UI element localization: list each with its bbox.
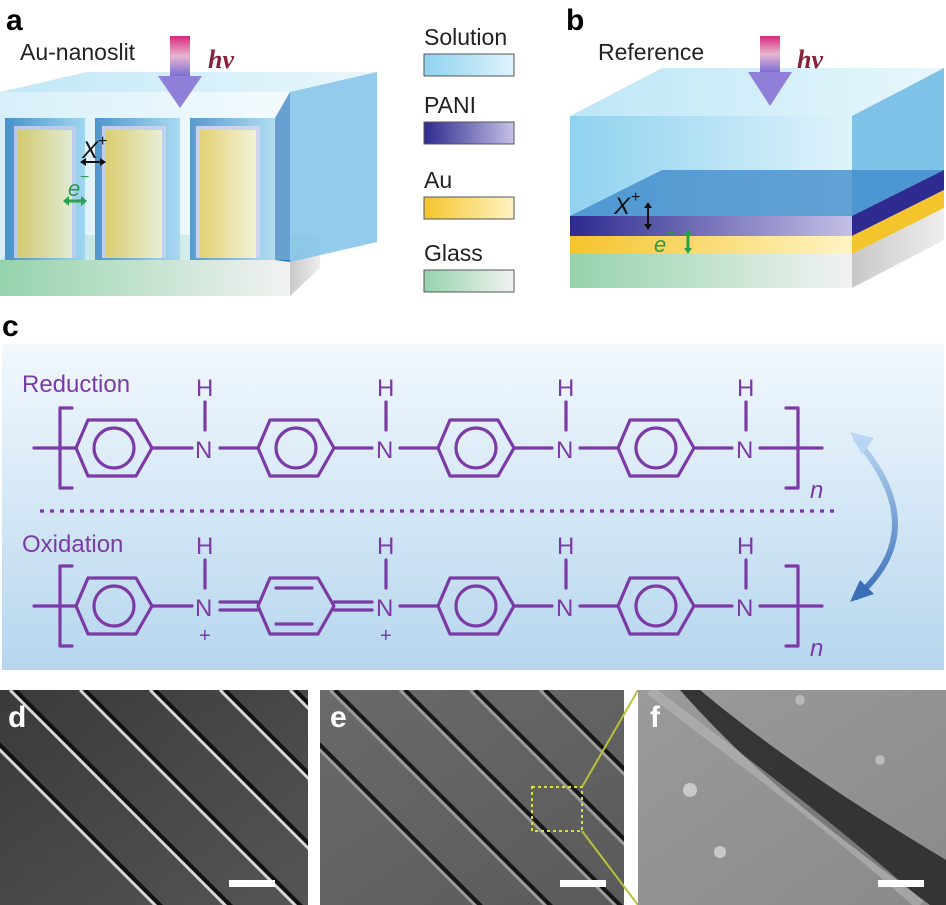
cation-sup-b: + xyxy=(631,189,640,206)
reduction-atoms: H N H N H N H N n xyxy=(195,375,823,504)
au-layer-b xyxy=(570,236,852,254)
solution-front-a xyxy=(0,92,290,260)
panel-f: f xyxy=(638,690,946,905)
legend-label-pani: PANI xyxy=(424,92,476,118)
zoom-region-box xyxy=(531,786,583,832)
panel-letter-c: c xyxy=(2,310,19,343)
panel-c: c Reduction Oxidation xyxy=(2,310,944,670)
panel-letter-b: b xyxy=(566,4,584,37)
zoom-line-bottom xyxy=(581,830,639,905)
electron-label-a: e xyxy=(68,176,80,201)
n-atom: N xyxy=(376,437,393,464)
pani-layer-b xyxy=(570,216,852,236)
glass-front-a xyxy=(0,260,290,296)
repeat-subscript-n: n xyxy=(810,635,823,662)
n-atom: N xyxy=(195,437,212,464)
photon-label-b: hν xyxy=(797,45,823,74)
reduction-chain xyxy=(32,400,824,490)
n-atom: N xyxy=(556,437,573,464)
oxidation-chain xyxy=(32,558,824,648)
n-atom: N xyxy=(195,595,212,622)
panel-b-title: Reference xyxy=(598,39,704,65)
scale-bar-f xyxy=(878,880,924,887)
h-atom: H xyxy=(737,533,754,560)
n-atom: N xyxy=(736,595,753,622)
panel-letter-f: f xyxy=(650,701,661,734)
solution-top-b xyxy=(570,68,944,116)
legend-swatch-solution xyxy=(423,53,515,77)
panel-letter-a: a xyxy=(6,4,23,37)
legend-label-au: Au xyxy=(424,167,452,193)
h-atom: H xyxy=(196,375,213,402)
photon-arrow-b xyxy=(748,36,792,106)
h-atom: H xyxy=(377,533,394,560)
h-atom: H xyxy=(196,533,213,560)
repeat-subscript-n: n xyxy=(810,477,823,504)
h-atom: H xyxy=(377,375,394,402)
h-atom: H xyxy=(557,375,574,402)
panel-e: e xyxy=(320,689,639,905)
legend-swatch-au xyxy=(423,196,515,220)
oxidation-atoms: H N + H N + H N H N n xyxy=(195,533,823,662)
solution-side-a xyxy=(290,72,377,262)
panel-d: d xyxy=(0,690,308,905)
scale-bar-e xyxy=(560,880,606,887)
h-atom: H xyxy=(557,533,574,560)
legend: Solution PANI Au Glass xyxy=(423,24,515,293)
cation-sup-a: + xyxy=(98,133,107,150)
plus-charge: + xyxy=(380,625,392,647)
n-atom: N xyxy=(736,437,753,464)
photon-arrow-a xyxy=(158,36,202,108)
electron-label-b: e xyxy=(654,232,666,257)
n-atom: N xyxy=(556,595,573,622)
n-atom: N xyxy=(376,595,393,622)
panel-letter-d: d xyxy=(8,701,26,734)
zoom-line-top xyxy=(581,689,639,788)
h-atom: H xyxy=(737,375,754,402)
redox-cycle-arrow xyxy=(852,436,898,601)
legend-swatch-glass xyxy=(423,269,515,293)
legend-swatch-pani xyxy=(423,121,515,145)
electron-sup-a: − xyxy=(80,169,89,186)
electron-sup-b: − xyxy=(666,225,675,242)
panel-b: b Reference hν X + e − xyxy=(566,4,944,288)
glass-layer-b xyxy=(570,254,852,288)
panel-a: a Au-nanoslit hν X + xyxy=(0,4,377,296)
panel-letter-e: e xyxy=(330,701,347,734)
legend-label-glass: Glass xyxy=(424,240,483,266)
scale-bar-d xyxy=(229,880,275,887)
reduction-label: Reduction xyxy=(22,371,130,398)
plus-charge: + xyxy=(199,625,211,647)
cation-label-a: X xyxy=(81,137,99,164)
panel-a-title: Au-nanoslit xyxy=(20,39,136,65)
photon-label-a: hν xyxy=(208,45,234,74)
legend-label-solution: Solution xyxy=(424,24,507,50)
panel-c-background xyxy=(2,344,944,670)
cation-label-b: X xyxy=(613,193,631,220)
oxidation-label: Oxidation xyxy=(22,531,123,558)
